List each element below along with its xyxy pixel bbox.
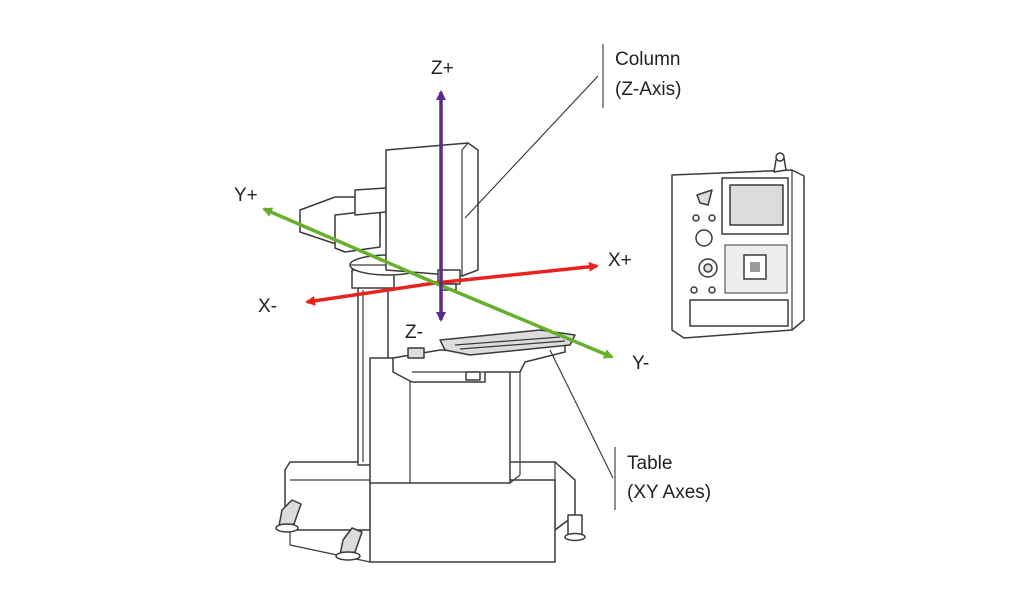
z-plus-label: Z+ [431,58,454,79]
pendant-keypad [724,244,788,294]
x-minus-label: X- [258,296,277,317]
x-plus-label: X+ [608,250,632,271]
y-plus-label: Y+ [234,185,258,206]
leveling-foot-right [564,514,586,542]
table-callout-subtitle: (XY Axes) [627,482,711,503]
y-minus-label: Y- [632,353,649,374]
x-axis-arrow [305,261,599,306]
machine-table [392,329,576,383]
cnc-mill-machine [275,142,805,563]
leveling-foot-front [335,527,363,561]
leveling-foot-back [275,499,302,533]
spindle-head [299,142,479,291]
control-pendant [671,152,805,339]
table-callout-title: Table [627,453,672,474]
column-callout-title: Column [615,49,680,70]
table-callout: Table (XY Axes) [627,453,711,503]
column-leader-line [464,44,604,219]
column-callout-subtitle: (Z-Axis) [615,79,681,100]
table-leader-line [549,349,616,510]
y-axis-arrow [262,207,614,359]
column-callout: Column (Z-Axis) [615,49,681,100]
z-minus-label: Z- [405,322,423,343]
